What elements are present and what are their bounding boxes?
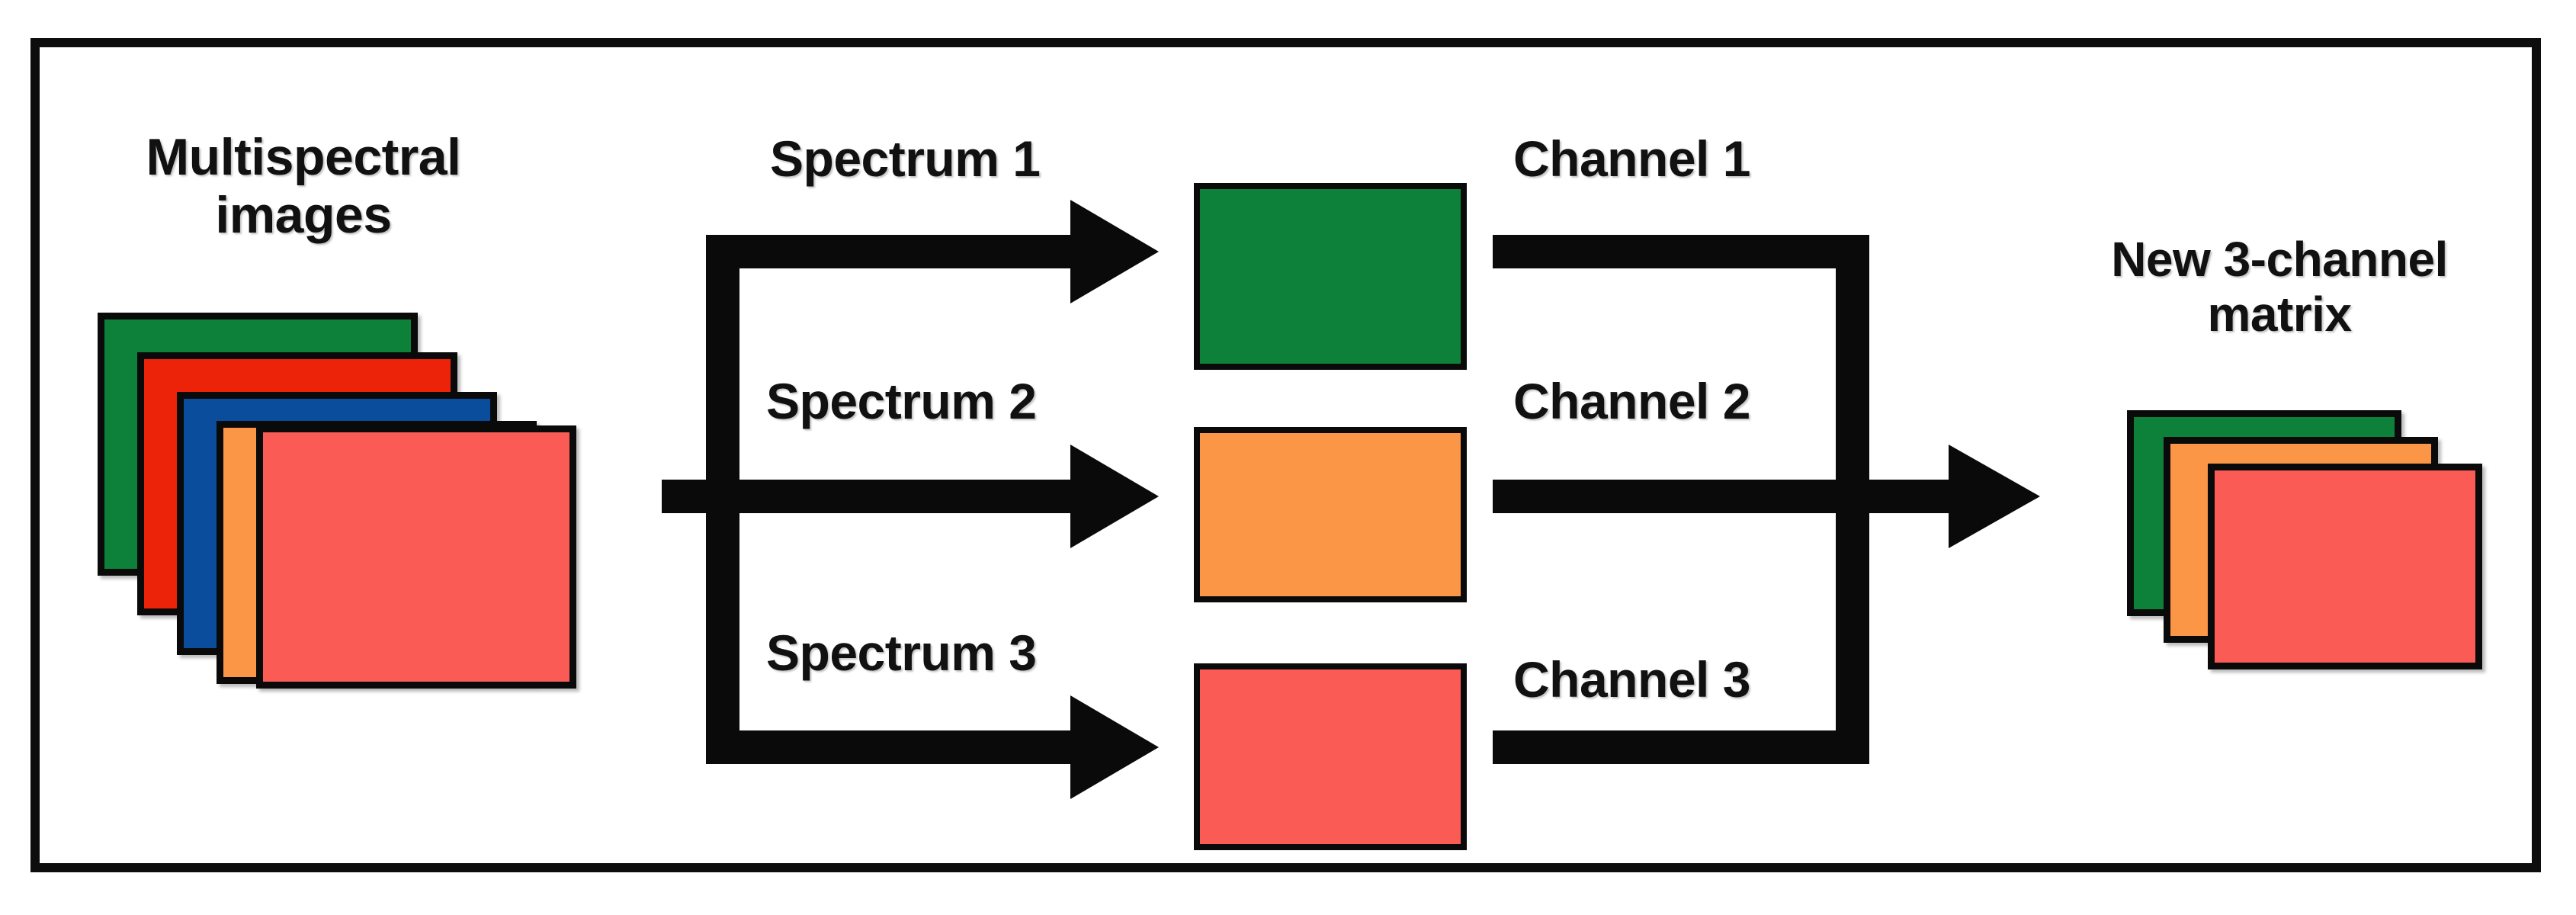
label-channel-2: Channel 2	[1513, 373, 1750, 429]
label-spectrum-2: Spectrum 2	[766, 373, 1037, 429]
label-new-matrix-line2: matrix	[2207, 286, 2352, 342]
label-new-matrix-line1: New 3-channel	[2111, 232, 2448, 287]
label-spectrum-3: Spectrum 3	[766, 624, 1037, 681]
layer-salmon	[256, 425, 576, 689]
label-multispectral-line2: images	[215, 186, 392, 245]
label-spectrum-1: Spectrum 1	[770, 130, 1041, 187]
channel-box-1	[1194, 183, 1467, 370]
out-layer-salmon	[2208, 464, 2482, 669]
label-new-3-channel-matrix: New 3-channel matrix	[2013, 232, 2546, 342]
label-multispectral-line1: Multispectral	[146, 128, 461, 186]
label-channel-3: Channel 3	[1513, 651, 1750, 708]
channel-box-3	[1194, 663, 1467, 850]
label-multispectral-images: Multispectral images	[90, 128, 517, 244]
channel-box-2	[1194, 427, 1467, 602]
label-channel-1: Channel 1	[1513, 130, 1750, 187]
